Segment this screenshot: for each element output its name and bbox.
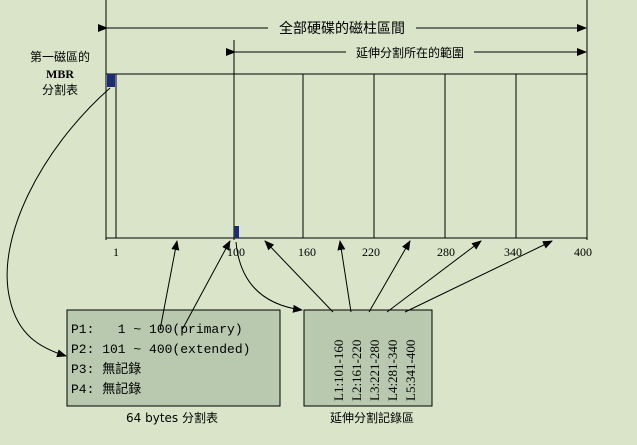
mbr-label-line1: 第一磁區的 [30,49,90,64]
partition-row-p4: P4: 無記錄 [71,381,141,397]
mbr-label: 第一磁區的 MBR 分割表 [30,49,90,97]
extended-row-l5: L5:341-400 [403,340,418,401]
tick-label-400: 400 [574,245,592,259]
tick-label-160: 160 [298,245,316,259]
extended-row-l2: L2:161-220 [349,340,364,401]
extended-to-records-arrow [235,241,303,313]
partition-table-box [66,309,281,407]
tick-label-1: 1 [113,245,119,259]
l5-arrow [404,240,553,313]
cylinder-ticks: 1 100 160 220 280 340 400 [113,245,592,259]
tick-label-340: 340 [504,245,522,259]
partition-table: P1: 1 ~ 100(primary) P2: 101 ~ 400(exten… [66,309,281,425]
l3-arrow [368,240,411,313]
mbr-marker [107,74,115,87]
l1-arrow [264,240,334,313]
partition-row-p2: P2: 101 ~ 400(extended) [71,342,250,357]
extended-record-marker [234,226,239,238]
partition-table-caption: 64 bytes 分割表 [126,410,218,425]
extended-row-l4: L4:281-340 [385,340,400,401]
p2-arrow [181,240,231,331]
connector-arrows [6,87,553,358]
extended-row-l1: L1:101-160 [331,340,346,401]
l4-arrow [386,240,482,313]
l2-arrow [337,240,352,313]
partition-row-p3: P3: 無記錄 [71,361,141,377]
tick-label-220: 220 [362,245,380,259]
extended-records-caption: 延伸分割記錄區 [330,410,414,425]
disk-range-bar: 全部硬碟的磁柱區間 [98,0,588,240]
p1-arrow [159,240,180,331]
tick-label-100: 100 [227,245,245,259]
disk-range-label: 全部硬碟的磁柱區間 [279,20,405,37]
disk-cylinder-box [106,73,587,239]
mbr-label-line2: MBR [46,67,74,81]
extended-range-label: 延伸分割所在的範圍 [356,45,464,60]
partition-row-p1: P1: 1 ~ 100(primary) [71,322,243,337]
extended-records-box [303,309,433,407]
extended-range-bar: 延伸分割所在的範圍 [226,40,587,240]
tick-label-280: 280 [437,245,455,259]
mbr-label-line3: 分割表 [42,82,78,97]
mbr-to-table-arrow [6,87,111,358]
extended-row-l3: L3:221-280 [367,340,382,401]
extended-records: L1:101-160 L2:161-220 L3:221-280 L4:281-… [303,309,433,425]
